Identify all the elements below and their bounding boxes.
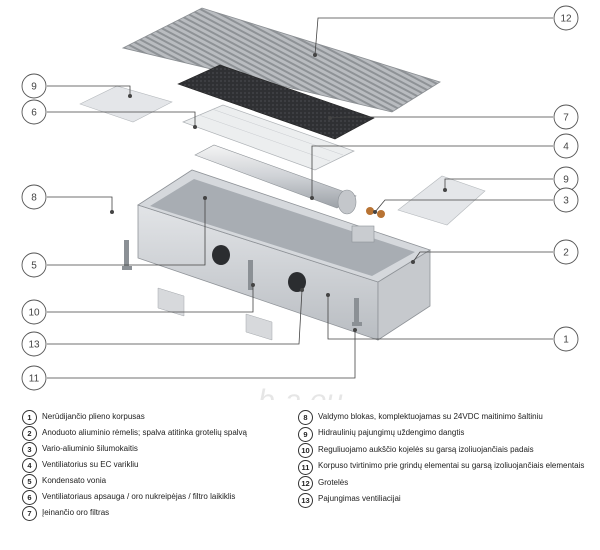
callout-bubble-2 — [553, 239, 579, 265]
legend-number-badge: 9 — [298, 426, 313, 442]
pipe-connector — [377, 210, 385, 218]
callout-bubble-12 — [553, 5, 579, 31]
callout-number: 3 — [563, 196, 569, 207]
legend-item: 8 Valdymo blokas, komplektuojamas su 24VD… — [298, 410, 598, 425]
callout-number: 6 — [31, 108, 37, 119]
legend-item: 1 Nerūdijančio plieno korpusas — [22, 410, 284, 425]
legend-item: 5 Kondensato vonia — [22, 474, 284, 489]
vent-hole — [212, 245, 230, 265]
legend-item: 9 Hidraulinių pajungimų uždengimo dangtis — [298, 426, 598, 442]
legend-number-badge: 8 — [298, 410, 313, 425]
filter-part — [177, 64, 375, 140]
callout-bubble-5 — [21, 252, 47, 278]
callout-number: 8 — [31, 193, 37, 204]
callout-number: 4 — [563, 142, 569, 153]
legend-text: Valdymo blokas, komplektuojamas su 24VDC… — [318, 411, 543, 421]
legend-item: 12 Grotelės — [298, 476, 598, 491]
fan-cylinder — [194, 144, 357, 209]
vent-hole — [288, 272, 306, 292]
callout-number: 2 — [563, 248, 569, 259]
cover-left — [79, 85, 173, 123]
callout-number: 5 — [31, 261, 37, 272]
callout-bubble-13 — [21, 331, 47, 357]
legend-number-badge: 5 — [22, 474, 37, 489]
foot-element — [122, 240, 362, 326]
housing-inner — [150, 179, 415, 276]
legend-text: Hidraulinių pajungimų uždengimo dangtis — [318, 428, 465, 437]
legend-text: Grotelės — [318, 477, 349, 487]
legend-number-badge: 13 — [298, 492, 313, 508]
fan-guard-part — [182, 104, 355, 171]
watermark: b-a.eu — [258, 384, 343, 400]
callout-number: 12 — [560, 14, 572, 25]
callout-bubble-9 — [21, 73, 47, 99]
legend-item: 4 Ventiliatorius su EC varikliu — [22, 458, 284, 473]
legend-text: Anoduoto aliuminio rėmelis; spalva atiti… — [42, 427, 247, 437]
legend-text: Ventiliatoriaus apsauga / oro nukreipėja… — [42, 491, 236, 501]
legend-column-right: 8 Valdymo blokas, komplektuojamas su 24VD… — [298, 410, 598, 509]
exploded-view-diagram: b-a.eu — [21, 5, 579, 400]
callout-bubble-7 — [553, 104, 579, 130]
legend-item: 13 Pajungimas ventiliacijai — [298, 492, 598, 508]
callout-number: 11 — [29, 374, 40, 385]
floor-pad — [245, 313, 273, 341]
legend-text: Pajungimas ventiliacijai — [318, 494, 401, 503]
callout-bubble-11 — [21, 365, 47, 391]
cover-right — [397, 175, 486, 226]
legend-text: Įeinančio oro filtras — [42, 507, 110, 517]
legend-number-badge: 7 — [22, 506, 37, 521]
callout-number: 1 — [563, 335, 569, 346]
legend-item: 11 Korpuso tvirtinimo prie grindų element… — [298, 459, 598, 475]
pipe-connector — [366, 207, 374, 215]
floor-pad — [157, 287, 185, 317]
legend-number-badge: 3 — [22, 442, 37, 457]
legend-number-badge: 10 — [298, 443, 313, 458]
callout-number: 9 — [563, 175, 569, 186]
legend-number-badge: 12 — [298, 476, 313, 491]
legend-text: Kondensato vonia — [42, 475, 107, 485]
legend-column-left: 1 Nerūdijančio plieno korpusas 2 Anoduoto a… — [22, 410, 284, 522]
valve — [351, 225, 375, 243]
legend-item: 3 Vario-aliuminio šilumokaitis — [22, 442, 284, 457]
legend-number-badge: 2 — [22, 426, 37, 441]
legend-item: 6 Ventiliatoriaus apsauga / oro nukreipėj… — [22, 490, 284, 505]
grille-part — [121, 7, 441, 113]
legend-item: 7 Įeinančio oro filtras — [22, 506, 284, 521]
legend: 1 Nerūdijančio plieno korpusas 2 Anoduoto a… — [0, 410, 600, 550]
legend-item: 2 Anoduoto aliuminio rėmelis; spalva atit… — [22, 426, 284, 441]
legend-text: Korpuso tvirtinimo prie grindų elementai… — [318, 461, 585, 470]
legend-number-badge: 4 — [22, 458, 37, 473]
legend-text: Ventiliatorius su EC varikliu — [42, 459, 139, 469]
callout-number: 13 — [28, 340, 40, 351]
callout-number: 10 — [28, 308, 40, 319]
legend-text: Reguliuojamo aukščio kojelės su garsą iz… — [318, 444, 534, 454]
callout-bubble-4 — [553, 133, 579, 159]
legend-number-badge: 6 — [22, 490, 37, 505]
callout-number: 7 — [563, 113, 569, 124]
legend-item: 10 Reguliuojamo aukščio kojelės su garsą … — [298, 443, 598, 458]
callout-bubble-1 — [553, 326, 579, 352]
legend-text: Nerūdijančio plieno korpusas — [42, 411, 145, 421]
fan-end — [337, 189, 357, 215]
callout-bubble-3 — [553, 187, 579, 213]
callout-bubble-6 — [21, 99, 47, 125]
legend-number-badge: 1 — [22, 410, 37, 425]
callout-bubble-10 — [21, 299, 47, 325]
legend-text: Vario-aliuminio šilumokaitis — [42, 443, 138, 453]
legend-number-badge: 11 — [298, 459, 313, 475]
callout-bubble-8 — [21, 184, 47, 210]
callout-number: 9 — [31, 82, 37, 93]
